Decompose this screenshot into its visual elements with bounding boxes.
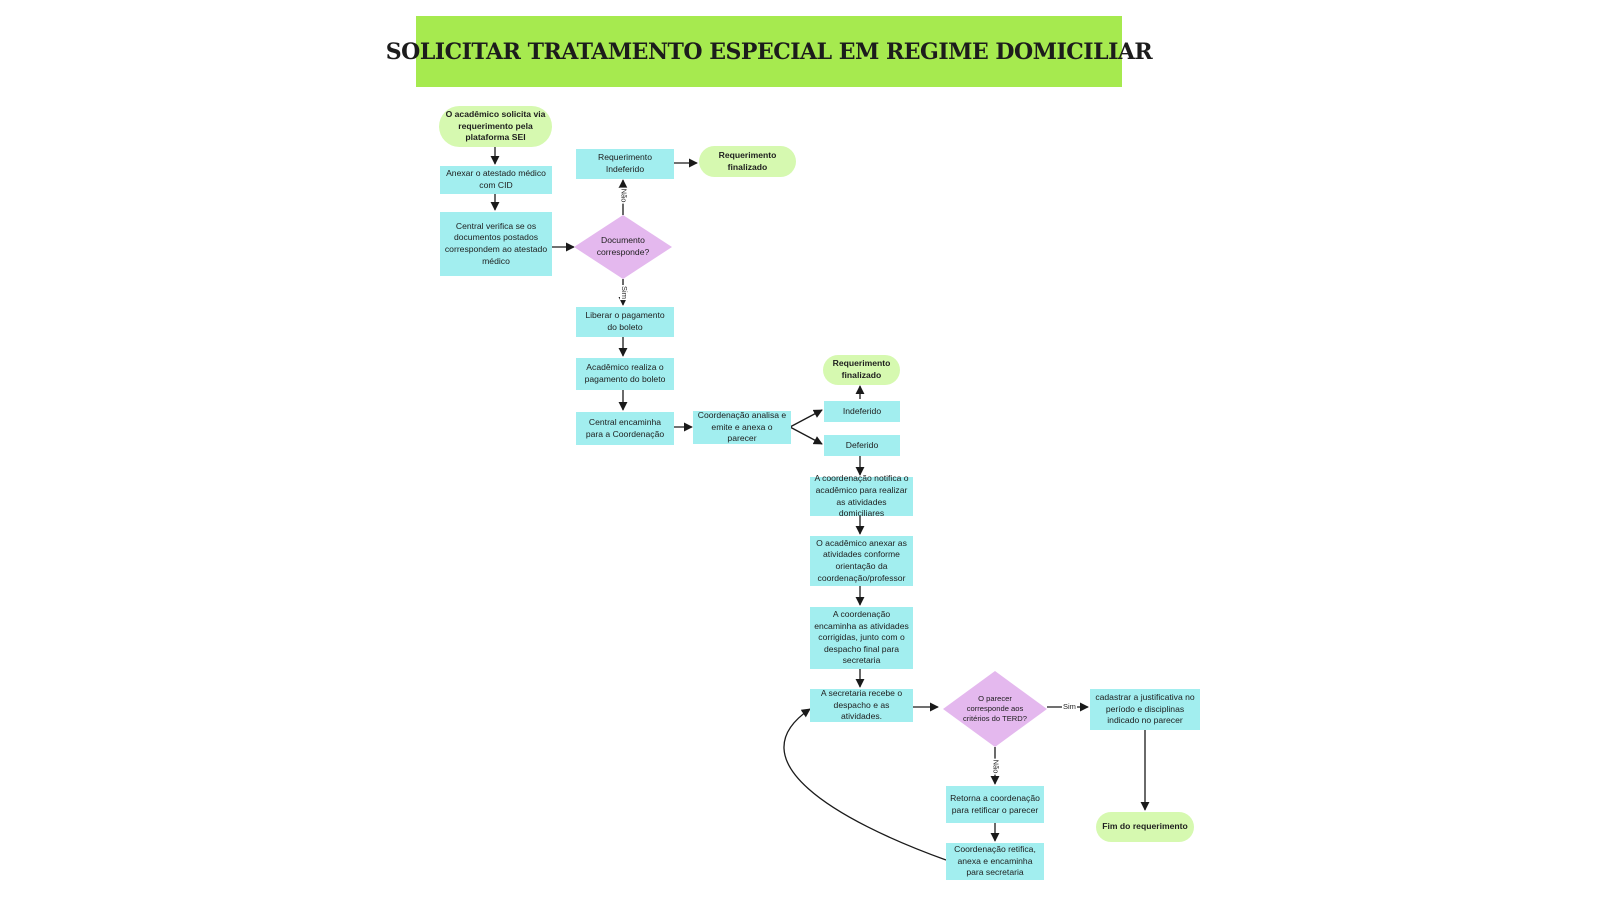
- opinion-matches-label: O parecer corresponde aos critérios do T…: [962, 693, 1027, 724]
- request-finalized-terminal-2: Requerimento finalizado: [823, 355, 900, 385]
- coordination-rectifies-step: Coordenação retifica, anexa e encaminha …: [946, 843, 1044, 880]
- start-terminal: O acadêmico solicita via requerimento pe…: [439, 106, 552, 147]
- coordination-analyzes-step: Coordenação analisa e emite e anexa o pa…: [693, 410, 791, 444]
- coordination-notifies-step: A coordenação notifica o acadêmico para …: [810, 473, 913, 518]
- academic-pays-step: Acadêmico realiza o pagamento do boleto: [576, 358, 674, 390]
- page-title: SOLICITAR TRATAMENTO ESPECIAL EM REGIME …: [385, 38, 1153, 65]
- approved-step: Deferido: [824, 435, 900, 456]
- request-finalized-terminal-1: Requerimento finalizado: [699, 146, 796, 177]
- edge-label-no-1: Não: [619, 187, 629, 204]
- edge-label-yes-1: Sim: [619, 285, 629, 300]
- document-matches-decision: Documento corresponde?: [574, 215, 672, 279]
- edge-label-yes-2: Sim: [1062, 702, 1077, 711]
- return-coordination-step: Retorna a coordenação para retificar o p…: [946, 786, 1044, 823]
- decision-diamond-terd: [943, 671, 1047, 747]
- request-rejected-step: Requerimento Indeferido: [576, 149, 674, 179]
- edge-label-no-2: Não: [991, 758, 1001, 775]
- rejected-step: Indeferido: [824, 401, 900, 422]
- arrow-rectifies-loop-to-secretary: [783, 708, 947, 861]
- opinion-matches-decision: O parecer corresponde aos critérios do T…: [955, 686, 1035, 732]
- document-matches-label: Documento corresponde?: [596, 235, 650, 257]
- coordination-sends-step: A coordenação encaminha as atividades co…: [810, 607, 913, 669]
- register-justification-step: cadastrar a justificativa no período e d…: [1090, 689, 1200, 730]
- central-verify-step: Central verifica se os documentos postad…: [440, 212, 552, 276]
- end-request-terminal: Fim do requerimento: [1096, 812, 1194, 842]
- central-forwards-step: Central encaminha para a Coordenação: [576, 412, 674, 445]
- academic-attaches-step: O acadêmico anexar as atividades conform…: [810, 536, 913, 586]
- arrow-analyzes-to-approved: [789, 426, 823, 445]
- attach-certificate-step: Anexar o atestado médico com CID: [440, 166, 552, 194]
- release-payment-step: Liberar o pagamento do boleto: [576, 307, 674, 337]
- secretary-receives-step: A secretaria recebe o despacho e as ativ…: [810, 688, 913, 722]
- decision-diamond-document: [574, 215, 672, 279]
- title-banner: SOLICITAR TRATAMENTO ESPECIAL EM REGIME …: [386, 16, 1153, 87]
- arrow-analyzes-to-rejected: [789, 409, 823, 428]
